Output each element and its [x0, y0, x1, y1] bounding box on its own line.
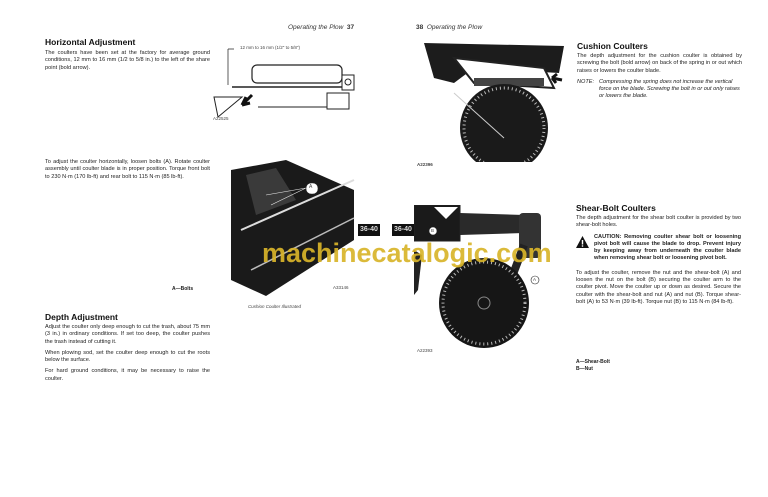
caution-block: CAUTION: Removing coulter shear bolt or … [576, 234, 741, 267]
callout-b: B [431, 228, 435, 233]
heading-depth-adjustment: Depth Adjustment [45, 312, 118, 322]
note-text: Compressing the spring does not increase… [599, 78, 740, 100]
figure-id: A22525 [213, 116, 229, 121]
note-label: NOTE: [577, 78, 595, 85]
page-tab: 36-40 [358, 224, 380, 236]
figure-caption: Cushion Coulter Illustrated [248, 304, 302, 309]
figure-id: A22396 [417, 162, 433, 167]
page-number: 38 [416, 24, 424, 31]
figure-share-point: 12 mm to 16 mm (1/2" to 5/8") [212, 45, 362, 120]
legend-bolts: A—Bolts [172, 286, 194, 292]
shear-bolt-text: The depth adjustment for the shear bolt … [576, 215, 741, 229]
page-tab: 36-40 [392, 224, 414, 236]
shear-bolt-adjust-text: To adjust the coulter, remove the nut an… [576, 269, 741, 305]
figure-bolts-photo: A [226, 160, 358, 296]
depth-paragraph: For hard ground conditions, it may be ne… [45, 368, 210, 382]
horizontal-adjustment-text: The coulters have been set at the factor… [45, 50, 210, 71]
figure-cushion-coulter [414, 38, 566, 172]
dimension-label: 12 mm to 16 mm (1/2" to 5/8") [240, 45, 300, 50]
depth-paragraph: Adjust the coulter only deep enough to c… [45, 324, 210, 345]
legend-shear-bolt: A—Shear-Bolt B—Nut [576, 359, 610, 372]
figure-shear-bolt-coulter: B A [413, 204, 546, 349]
heading-shear-bolt-coulters: Shear-Bolt Coulters [576, 203, 656, 213]
depth-paragraph: When plowing sod, set the coulter deep e… [45, 349, 210, 364]
bolts-text: To adjust the coulter horizontally, loos… [45, 159, 210, 180]
right-page-header: 38 Operating the Plow [416, 24, 482, 31]
header-title: Operating the Plow [288, 24, 344, 31]
figure-id: A22393 [417, 348, 433, 353]
left-page-header: Operating the Plow 37 [288, 24, 354, 31]
figure-id: A33146 [333, 285, 349, 290]
heading-cushion-coulters: Cushion Coulters [577, 41, 648, 51]
warning-icon [576, 235, 589, 248]
page-number: 37 [346, 24, 355, 31]
watermark: machinecatalogic.com [262, 238, 552, 268]
callout-a: A [309, 184, 313, 190]
cushion-text: The depth adjustment for the cushion cou… [577, 53, 742, 74]
legend-item: B—Nut [576, 365, 593, 372]
caution-text: CAUTION: Removing coulter shear bolt or … [594, 233, 741, 262]
legend-item: A—Shear-Bolt [576, 359, 610, 365]
header-title: Operating the Plow [426, 24, 483, 31]
heading-horizontal-adjustment: Horizontal Adjustment [45, 37, 136, 47]
callout-a: A [533, 277, 537, 282]
